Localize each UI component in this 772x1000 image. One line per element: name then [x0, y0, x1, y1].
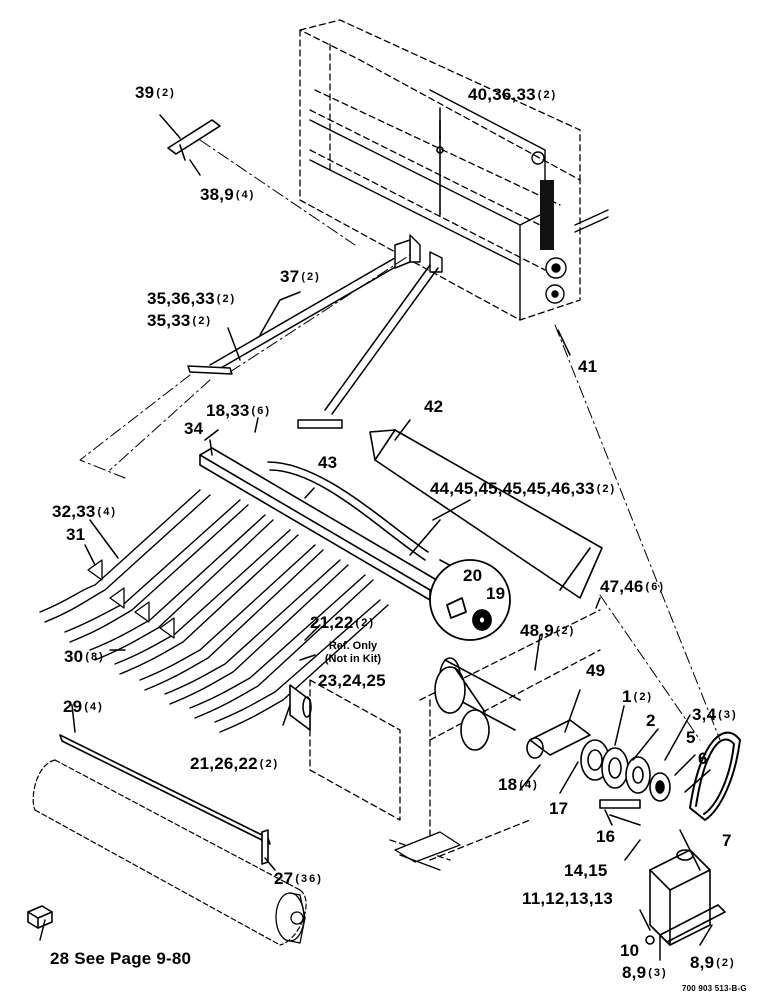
leader-arrows — [39, 107, 713, 961]
gearbox-10 — [645, 849, 726, 946]
callout-27: 27(36) — [274, 869, 323, 888]
callout-42: 42 — [424, 397, 444, 416]
callout-8-9-b: 8,9(3) — [622, 963, 668, 982]
shield-42 — [369, 429, 603, 599]
callout-41: 41 — [578, 357, 598, 376]
callout-47-46: 47,46(6) — [600, 577, 665, 596]
strip-29 — [59, 734, 271, 845]
callout-30: 30(8) — [64, 647, 105, 666]
ref-only-line2: (Not in Kit) — [324, 652, 382, 665]
callout-8-9-a: 8,9(2) — [690, 953, 736, 972]
callout-48-9: 48,9(2) — [520, 621, 576, 640]
feeder-fingers-30 — [39, 489, 389, 733]
callout-39: 39(2) — [135, 83, 176, 102]
callout-19: 19 — [486, 584, 506, 603]
side-frame-plate — [394, 831, 461, 871]
callout-23-24-25: 23,24,25 — [318, 671, 386, 690]
callout-44-45-46-33: 44,45,45,45,45,46,33(2) — [430, 479, 617, 498]
callout-28: 28 See Page 9-80 — [50, 949, 192, 968]
callout-35-36-33: 35,36,33(2) — [147, 289, 237, 308]
callout-21-26-22: 21,26,22(2) — [190, 754, 280, 773]
callout-21-22: 21,22(2) — [310, 613, 375, 632]
callout-18-33: 18,33(6) — [206, 401, 271, 420]
callout-37: 37(2) — [280, 267, 321, 286]
callout-40-36-33: 40,36,33(2) — [468, 85, 558, 104]
spring-bar-43 — [267, 461, 456, 569]
callout-43: 43 — [318, 453, 338, 472]
callout-16: 16 — [596, 827, 616, 846]
ref-only-line1: Ref. Only — [328, 640, 378, 652]
idler-pulley — [434, 666, 490, 751]
construction-lines — [79, 139, 721, 741]
callout-35-33: 35,33(2) — [147, 311, 212, 330]
clip-28 — [27, 905, 53, 929]
callout-1: 1(2) — [622, 687, 654, 706]
callout-10: 10 — [620, 941, 640, 960]
belt-7 — [689, 731, 741, 821]
inset-detail — [429, 559, 511, 641]
bracket-21 — [289, 684, 312, 731]
callout-7: 7 — [722, 831, 732, 850]
callout-3-4: 3,4(3) — [692, 705, 738, 724]
callout-14-15: 14,15 — [564, 861, 608, 880]
callout-49: 49 — [586, 661, 606, 680]
machine-housing-solid — [309, 89, 609, 321]
callout-20: 20 — [463, 566, 483, 585]
roller-drum-end — [275, 892, 306, 944]
pulley-assembly — [580, 739, 671, 802]
callout-11-12-13-13: 11,12,13,13 — [522, 889, 614, 908]
key-16 — [599, 799, 641, 826]
ref-only-note: Ref. Only (Not in Kit) — [318, 640, 388, 665]
callout-29: 29(4) — [63, 697, 104, 716]
callout-5: 5 — [686, 728, 696, 747]
callout-6: 6 — [698, 749, 708, 768]
callout-38-9: 38,9(4) — [200, 185, 256, 204]
bracket-39 — [167, 119, 221, 161]
callout-17: 17 — [549, 799, 569, 818]
strut-rod-37 — [187, 239, 439, 429]
callout-18-b: 18(4) — [498, 775, 539, 794]
callout-31: 31 — [66, 525, 86, 544]
callout-34: 34 — [184, 419, 204, 438]
callout-32-33: 32,33(4) — [52, 502, 117, 521]
shaft-49 — [439, 657, 591, 759]
drawing-code: 700 903 513-B-G — [682, 984, 747, 993]
finger-brackets-31 — [87, 559, 175, 639]
callout-2: 2 — [646, 711, 656, 730]
